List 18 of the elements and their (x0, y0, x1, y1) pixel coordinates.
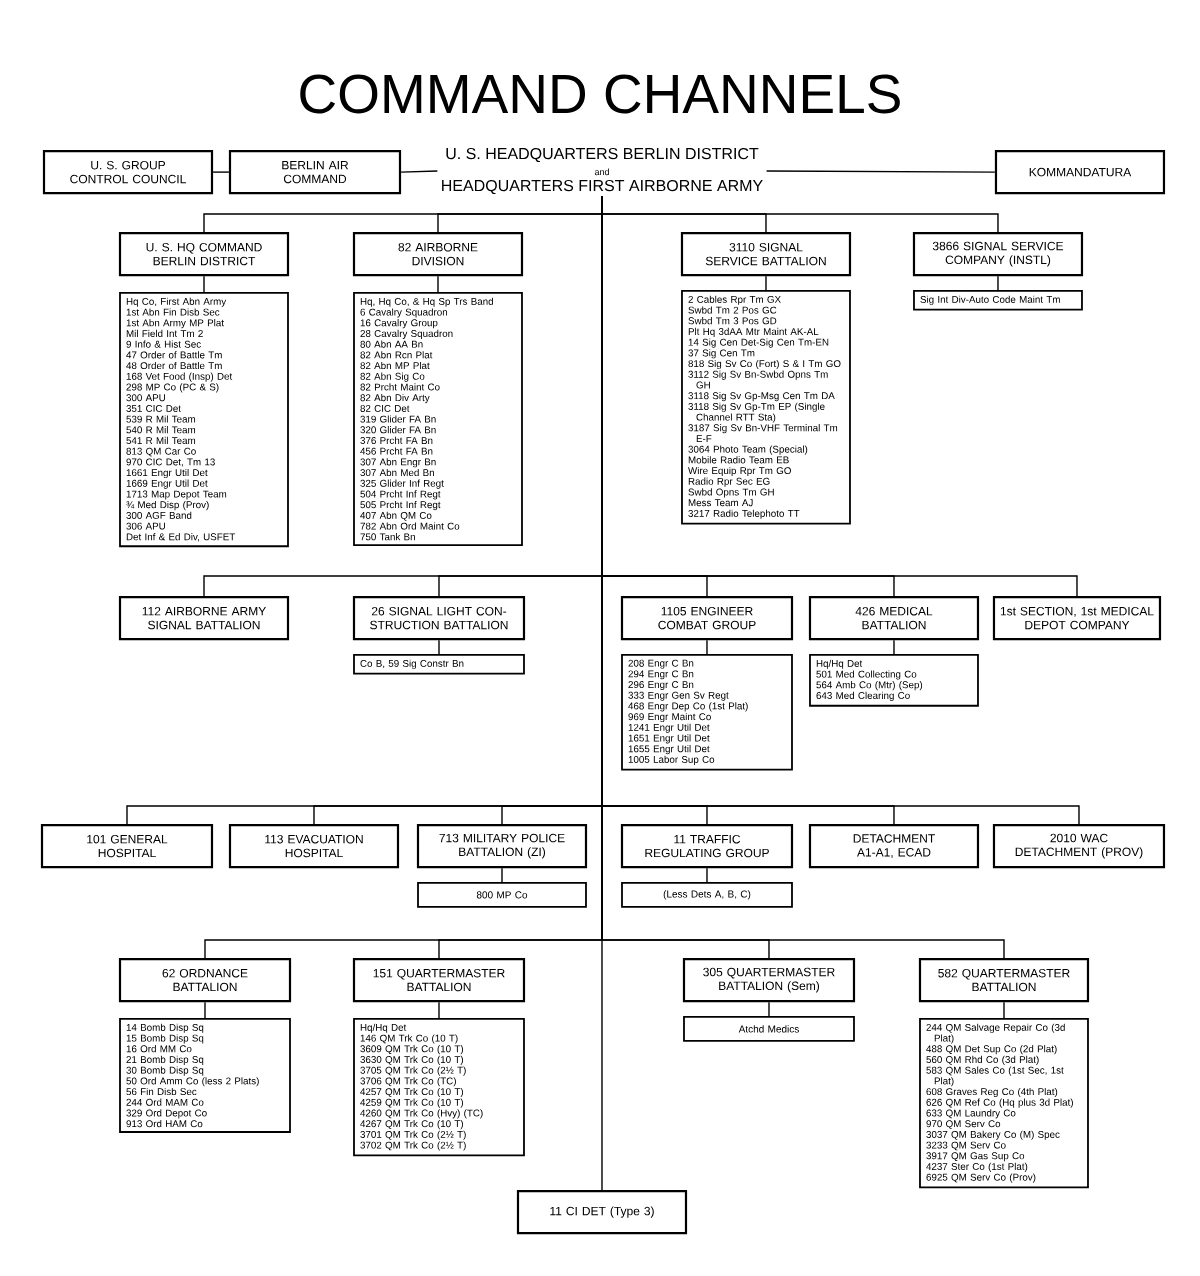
connector-line (438, 1001, 440, 1019)
connector-line (437, 275, 439, 293)
connector-line (765, 275, 767, 291)
connector-line (765, 170, 996, 173)
connector-line (893, 639, 895, 655)
connector-line (438, 639, 440, 655)
connector-line (400, 170, 439, 173)
connector-line (212, 171, 230, 173)
connector-line (768, 1001, 770, 1017)
connector-line (1003, 1001, 1005, 1019)
connector-line (601, 195, 603, 1191)
title: COMMAND CHANNELS (300, 74, 900, 114)
connector-line (501, 867, 503, 883)
connector-line (706, 867, 708, 883)
connector-line (997, 275, 999, 291)
connector-line (706, 639, 708, 655)
connector-line (204, 1001, 206, 1019)
connector-line (203, 275, 205, 293)
